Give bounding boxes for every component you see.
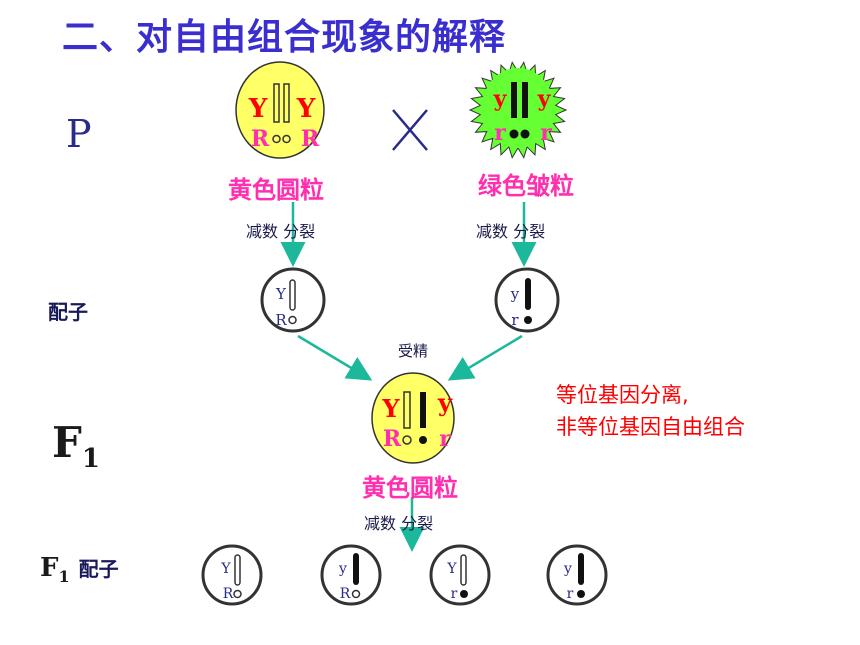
label-f1-sub: 1: [81, 444, 100, 474]
gene-right-d: r: [540, 120, 552, 146]
gene-right-c: r: [494, 120, 506, 146]
f1-gamete-2-top: y: [338, 561, 347, 577]
f1-gamete-1: Y R: [201, 544, 263, 606]
f1-gamete-3-bottom: r: [451, 586, 458, 602]
gene-f1-b: y: [437, 388, 453, 417]
note-line2: 非等位基因自由组合: [556, 415, 745, 439]
gene-left-b: Y: [296, 94, 316, 124]
gene-left-d: R: [301, 126, 320, 152]
meiosis-label-right: 减数 分裂: [476, 222, 546, 241]
label-f1: F1: [52, 418, 100, 474]
parent-right-cell: y y r r: [468, 61, 568, 159]
f1-gamete-1-bottom: R: [223, 586, 234, 602]
f1-gamete-3-top: Y: [446, 561, 457, 577]
cross-sign: [392, 109, 428, 151]
f1-gamete-4-top: y: [563, 561, 572, 577]
page-title: 二、对自由组合现象的解释: [62, 17, 507, 58]
f1-gamete-1-top: Y: [220, 561, 231, 577]
label-f1-gamete-tail: 配子: [78, 557, 119, 581]
gamete-right: y r: [494, 267, 560, 333]
gene-left-c: R: [251, 126, 270, 152]
meiosis-label-left: 减数 分裂: [246, 222, 316, 241]
label-f1-gamete-sub: 1: [58, 567, 70, 586]
parent-left-name: 黄色圆粒: [228, 176, 324, 204]
fertilization-arrow-left: [297, 334, 373, 381]
fertilization-arrow-right: [447, 334, 523, 381]
f1-gamete-3: Y r: [429, 544, 491, 606]
f1-gamete-2: y R: [320, 544, 382, 606]
label-f1-main: F: [52, 418, 82, 467]
gamete-left-top: Y: [275, 285, 287, 303]
gene-f1-a: Y: [381, 394, 400, 423]
parent-right-name: 绿色皱粒: [478, 172, 574, 200]
f1-gamete-2-bottom: R: [340, 586, 351, 602]
label-p: P: [66, 112, 92, 156]
gene-right-a: y: [493, 86, 508, 112]
note-line1: 等位基因分离,: [556, 383, 689, 407]
f1-meiosis-label: 减数 分裂: [364, 514, 434, 533]
f1-gamete-4: y r: [546, 544, 608, 606]
f1-name: 黄色圆粒: [362, 474, 458, 502]
note: 等位基因分离, 非等位基因自由组合: [556, 379, 745, 443]
gamete-right-bottom: r: [511, 311, 519, 329]
label-f1-gamete-main: F: [40, 553, 59, 583]
parent-left-cell: Y Y R R: [235, 61, 325, 159]
fertilization-label: 受精: [398, 342, 429, 360]
gamete-right-top: y: [510, 285, 520, 303]
gene-f1-c: R: [383, 426, 402, 452]
gamete-left: Y R: [260, 267, 326, 333]
gamete-left-bottom: R: [275, 311, 287, 329]
f1-gamete-4-bottom: r: [567, 586, 574, 602]
gene-left-a: Y: [248, 94, 268, 124]
f1-cell: Y y R r: [371, 372, 455, 464]
gene-right-b: y: [537, 86, 552, 112]
label-f1-gamete: F1 配子: [40, 553, 119, 586]
label-gamete: 配子: [48, 300, 88, 324]
gene-f1-d: r: [439, 426, 451, 452]
